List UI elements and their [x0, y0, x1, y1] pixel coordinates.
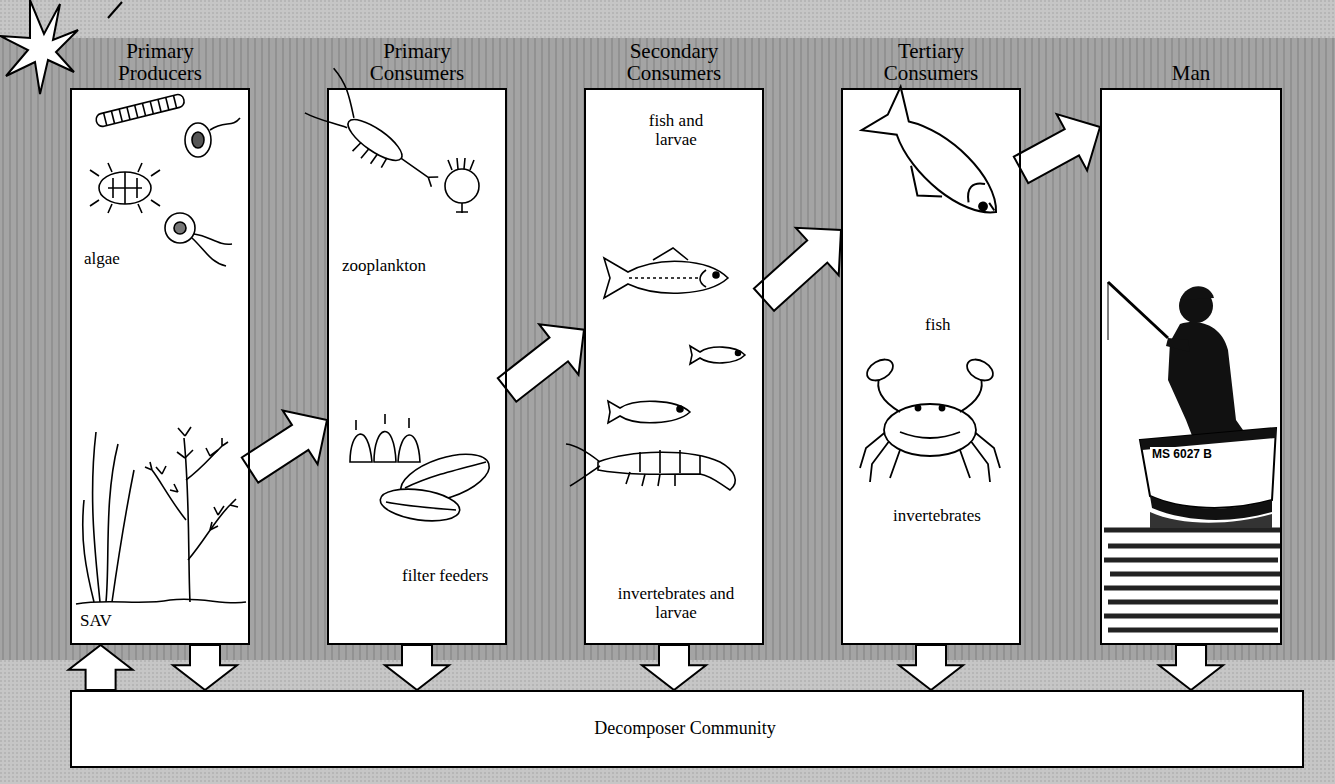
box-fill: [70, 88, 250, 645]
level-heading: Primary Consumers: [347, 40, 487, 84]
boat-registration: MS 6027 B: [1150, 447, 1214, 461]
energy-flow-arrow: [1014, 114, 1100, 183]
trophic-column: Tertiary Consumersfishinvertebrates: [841, 88, 1021, 645]
box-fill: [70, 690, 1304, 768]
organism-label: invertebrates: [893, 507, 981, 526]
organism-label: fish and larvae: [631, 112, 721, 149]
energy-flow-arrow: [498, 324, 584, 402]
sav-drawing: [76, 427, 246, 604]
energy-flow-arrow: [385, 645, 449, 690]
energy-flow-arrow: [899, 645, 963, 690]
box-fill: [327, 88, 507, 645]
decomposer-box: Decomposer Community: [70, 690, 1304, 768]
energy-flow-arrow: [642, 645, 706, 690]
man-in-boat-drawing: [1104, 282, 1280, 630]
trophic-column: Primary ProducersalgaeSAV: [70, 88, 250, 645]
organism-label: fish: [925, 316, 951, 335]
trophic-column: Primary Consumerszooplanktonfilter feede…: [327, 88, 507, 645]
level-heading: Secondary Consumers: [604, 40, 744, 84]
filter-feeders-drawing: [350, 414, 495, 525]
sun-burst: [0, 0, 122, 94]
box-fill: [1100, 88, 1282, 645]
energy-flow-arrow: [173, 645, 237, 690]
energy-flow-arrow: [69, 645, 133, 690]
energy-flow-arrow: [754, 228, 841, 311]
organism-label: SAV: [80, 612, 112, 631]
algae-drawing: [90, 93, 240, 266]
energy-flow-arrow: [242, 411, 327, 483]
trophic-column: Man: [1100, 88, 1282, 645]
organism-label: invertebrates and larvae: [606, 585, 746, 622]
shrimp-drawing: [566, 444, 735, 490]
energy-flow-arrow: [1159, 645, 1223, 690]
level-heading: Tertiary Consumers: [861, 40, 1001, 84]
box-fill: [584, 88, 764, 645]
box-title: Decomposer Community: [72, 719, 1298, 739]
water-band: [0, 38, 1335, 660]
organism-label: algae: [84, 250, 120, 269]
level-heading: Primary Producers: [90, 40, 230, 84]
fish-larvae-drawing: [604, 248, 745, 423]
trophic-column: Secondary Consumersfish and larvaeinvert…: [584, 88, 764, 645]
organism-label: zooplankton: [342, 257, 426, 276]
level-heading: Man: [1121, 62, 1261, 84]
big-fish-drawing: [854, 87, 1015, 242]
crab-drawing: [860, 355, 1000, 482]
organism-label: filter feeders: [402, 567, 488, 586]
